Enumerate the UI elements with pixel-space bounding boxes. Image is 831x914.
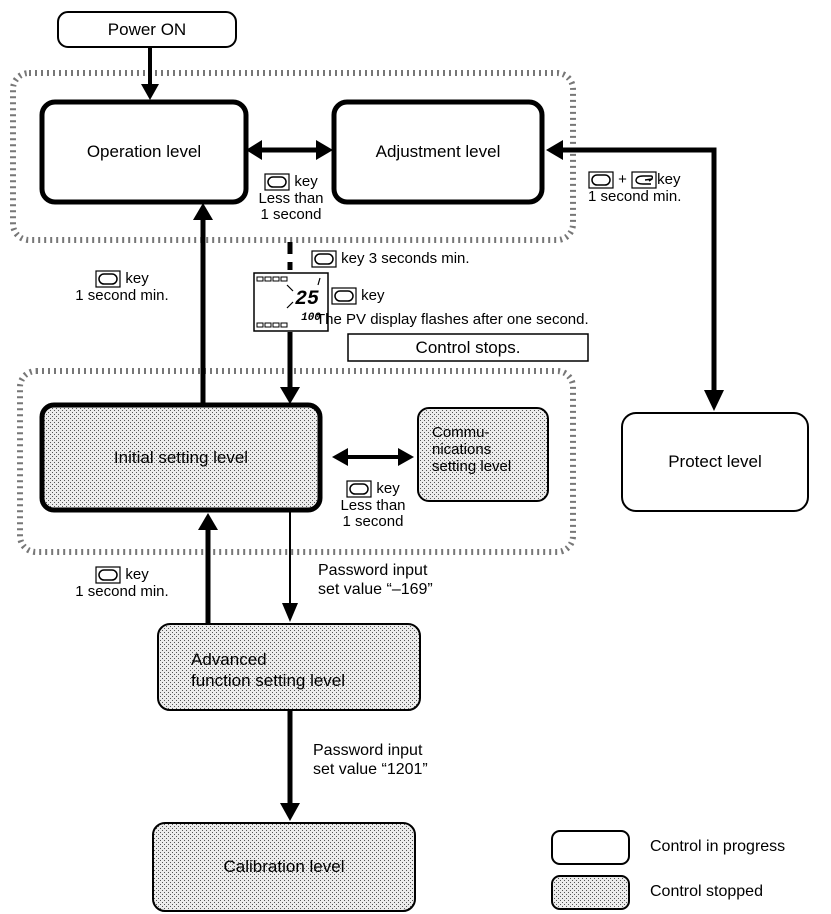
communications-label-line1: Commu-	[432, 424, 490, 441]
calibration-level-box	[152, 822, 416, 912]
adv-init-key-annotation: key 1 second min.	[62, 566, 182, 600]
display-key-annotation: key	[331, 287, 385, 305]
adj-protect-one-second-min: 1 second min.	[588, 188, 682, 205]
level-key-icon	[631, 171, 657, 189]
arrow-operation-adjustment	[246, 140, 333, 160]
password-1201-line1: Password input	[313, 742, 423, 759]
communications-label-line3: setting level	[432, 458, 512, 475]
power-on-box	[57, 11, 237, 48]
init-comm-key-row: key	[340, 480, 406, 498]
op-adj-key-row: key	[258, 173, 324, 191]
op-adj-key-annotation: key Less than 1 second	[258, 173, 324, 223]
communications-label-line2: nications	[432, 441, 492, 458]
op-adj-key-text: key	[294, 172, 318, 190]
operation-group-frame	[10, 70, 576, 243]
adjustment-level-label: Adjustment level	[375, 142, 501, 161]
mode-key-icon	[346, 480, 372, 498]
init-op-key-annotation: key 1 second min.	[62, 270, 182, 304]
arrow-adjustment-protect	[546, 140, 724, 411]
communications-setting-level-box	[417, 407, 549, 502]
arrow-initial-to-operation	[193, 203, 213, 405]
adj-protect-key-text: key	[657, 170, 681, 188]
op-init-key-text: key	[341, 249, 365, 267]
display-key-text: key	[361, 286, 385, 304]
op-adj-one-second: 1 second	[260, 206, 322, 223]
advanced-label-line1: Advanced	[191, 650, 267, 669]
adv-init-key-row: key	[62, 566, 182, 584]
pv-flashes-note: The PV display flashes after one second.	[316, 311, 589, 328]
legend-stopped-swatch	[551, 875, 630, 910]
init-comm-one-second: 1 second	[342, 513, 404, 530]
init-op-key-text: key	[125, 269, 149, 287]
op-init-three-seconds: 3 seconds min.	[368, 249, 470, 267]
mode-key-icon	[331, 287, 357, 305]
password-169-line1: Password input	[318, 562, 428, 579]
legend-stopped-label: Control stopped	[650, 883, 763, 900]
arrow-to-initial-setting	[280, 332, 300, 404]
legend-in-progress-swatch	[551, 830, 630, 865]
display-pv-value: 25	[295, 288, 319, 311]
protect-level-label: Protect level	[668, 452, 762, 471]
communications-label: Commu- nications setting level	[432, 424, 511, 475]
op-init-key-annotation: key 3 seconds min.	[311, 250, 470, 268]
password-169-line2: set value “–169”	[318, 581, 433, 598]
init-op-one-second-min: 1 second min.	[75, 287, 169, 304]
mode-key-icon	[95, 566, 121, 584]
arrow-power-to-operation	[141, 47, 159, 100]
mode-key-icon	[264, 173, 290, 191]
init-comm-key-text: key	[376, 479, 400, 497]
adj-protect-key-row: + key	[588, 171, 681, 189]
advanced-label-line2: function setting level	[191, 671, 346, 690]
operation-level-box	[39, 99, 249, 205]
password-169-annotation: Password input set value “–169”	[318, 561, 433, 599]
init-comm-less-than: Less than	[340, 497, 406, 514]
advanced-function-label: Advanced function setting level	[191, 649, 345, 691]
display-sv-value: 100	[301, 312, 321, 324]
mode-key-icon	[95, 270, 121, 288]
init-op-key-row: key	[62, 270, 182, 288]
calibration-level-label: Calibration level	[223, 857, 345, 876]
arrow-advanced-to-calibration	[280, 710, 300, 821]
arrow-advanced-to-initial	[198, 513, 218, 624]
adv-init-key-text: key	[125, 565, 149, 583]
initial-setting-level-box	[39, 402, 323, 513]
op-adj-less-than: Less than	[258, 190, 324, 207]
arrow-initial-to-advanced	[282, 510, 298, 622]
mode-key-icon	[311, 250, 337, 268]
operation-level-label: Operation level	[86, 142, 202, 161]
mode-key-icon	[588, 171, 614, 189]
adv-init-one-second-min: 1 second min.	[75, 583, 169, 600]
arrow-initial-communications	[332, 448, 414, 466]
power-on-label: Power ON	[107, 19, 187, 39]
protect-level-box	[621, 412, 809, 512]
adj-protect-annotation: + key 1 second min.	[588, 171, 681, 205]
initial-setting-level-label: Initial setting level	[113, 447, 249, 467]
password-1201-line2: set value “1201”	[313, 761, 428, 778]
control-stops-label: Control stops.	[415, 337, 521, 357]
legend-in-progress-label: Control in progress	[650, 838, 786, 855]
adj-protect-plus: +	[618, 170, 627, 188]
adjustment-level-box	[331, 99, 545, 205]
password-1201-annotation: Password input set value “1201”	[313, 741, 428, 779]
init-comm-key-annotation: key Less than 1 second	[340, 480, 406, 530]
controller-display-icon	[253, 272, 329, 332]
control-stops-box	[347, 333, 589, 362]
